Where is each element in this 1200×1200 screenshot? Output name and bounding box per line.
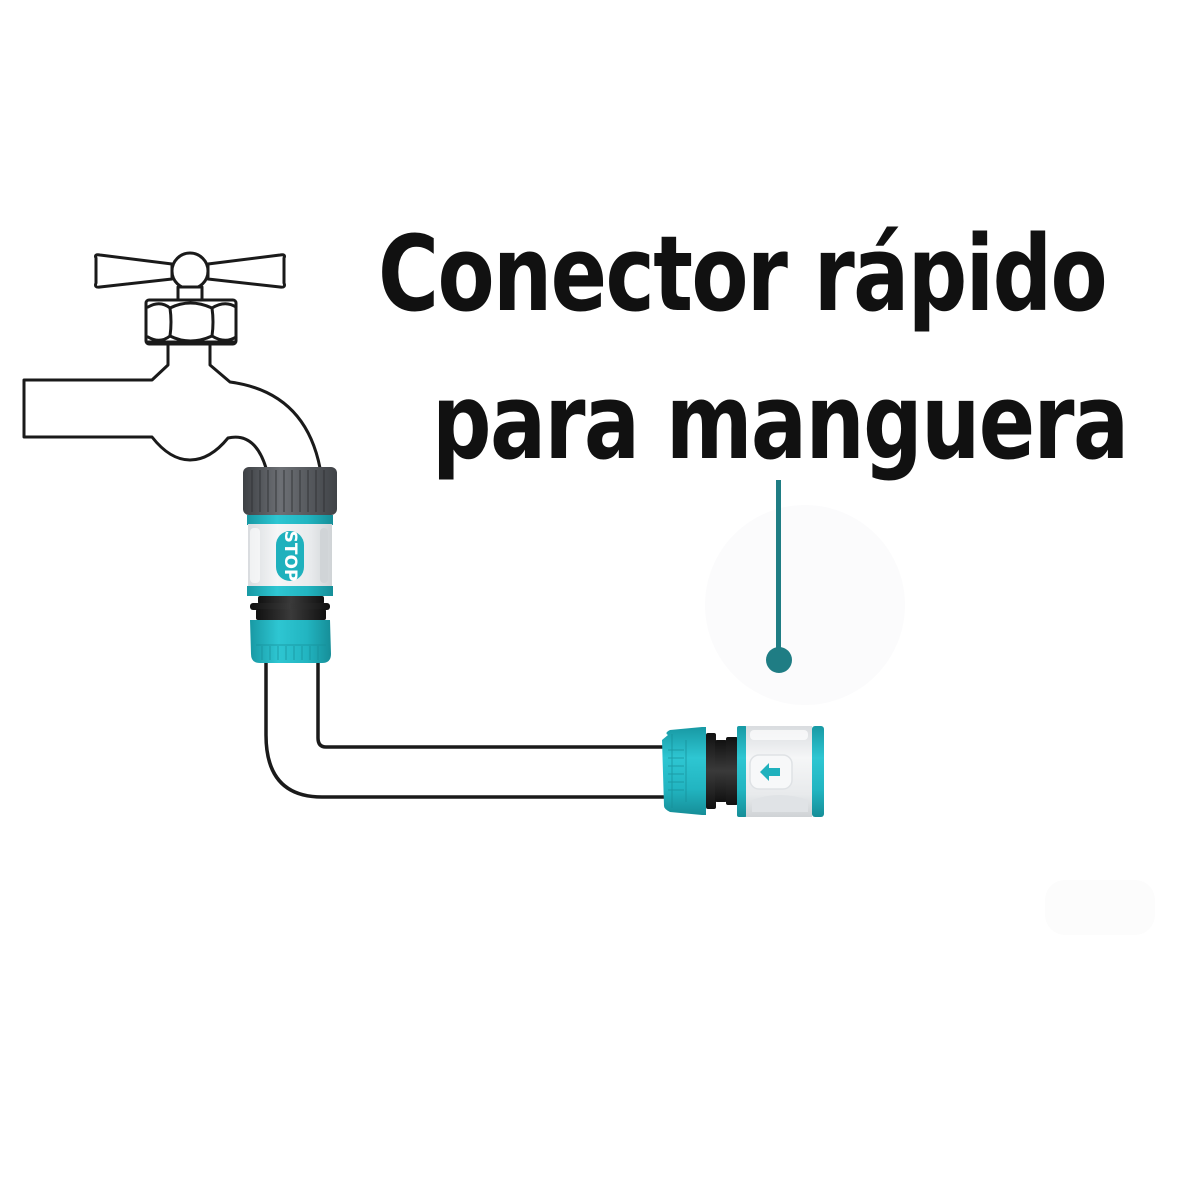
stop-badge bbox=[276, 531, 304, 581]
callout-dot bbox=[766, 647, 792, 673]
background-smudge bbox=[1045, 880, 1155, 935]
arrow-left-icon bbox=[760, 763, 780, 781]
connector-quick bbox=[662, 726, 824, 817]
callout-pointer bbox=[705, 480, 905, 705]
connector-stop: STOP bbox=[243, 467, 337, 663]
faucet-icon bbox=[22, 251, 322, 470]
headline-line-2: para manguera bbox=[432, 361, 1129, 483]
hose-icon bbox=[264, 660, 666, 799]
headline-line-1: Conector rápido bbox=[378, 213, 1108, 335]
stop-label: STOP bbox=[280, 531, 300, 582]
